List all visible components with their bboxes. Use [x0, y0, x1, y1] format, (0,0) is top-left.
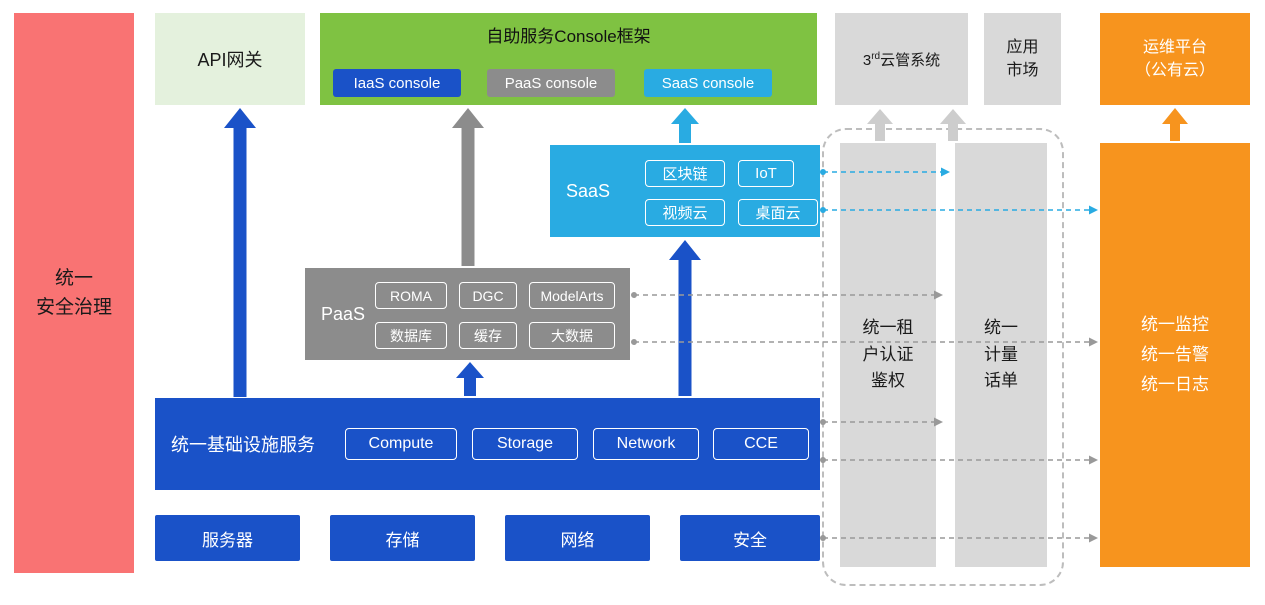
- hardware-storage-box: 存储: [330, 515, 475, 561]
- saas-item-blockchain: 区块链: [645, 160, 725, 187]
- metering-billing-bar: 统一 计量 话单: [955, 143, 1047, 567]
- iaas-console-chip: IaaS console: [333, 69, 461, 97]
- om-platform-box: 运维平台 （公有云）: [1100, 13, 1250, 105]
- infra-item-storage: Storage: [472, 428, 578, 460]
- arrow-iaas-to-paas: [456, 362, 484, 396]
- paas-item-modelarts: ModelArts: [529, 282, 615, 309]
- infra-item-cce: CCE: [713, 428, 809, 460]
- infrastructure-layer-label: 统一基础设施服务: [171, 435, 315, 455]
- arrow-iaas-to-saas: [669, 240, 701, 396]
- third-party-cloud-mgmt-label: 3rd云管系统: [862, 50, 941, 69]
- paas-console-chip: PaaS console: [487, 69, 615, 97]
- hardware-network-box: 网络: [505, 515, 650, 561]
- infrastructure-layer-box: 统一基础设施服务 Compute Storage Network CCE: [155, 398, 820, 490]
- arrow-monitor-to-om-platform: [1162, 108, 1188, 141]
- security-governance-label: 统一 安全治理: [35, 267, 112, 318]
- paas-item-roma: ROMA: [375, 282, 447, 309]
- hardware-security-box: 安全: [680, 515, 820, 561]
- api-gateway-label: API网关: [197, 50, 263, 70]
- security-governance-bar: 统一 安全治理: [14, 13, 134, 573]
- console-framework-box: 自助服务Console框架 IaaS console PaaS console …: [320, 13, 817, 105]
- saas-item-video-cloud: 视频云: [645, 199, 725, 226]
- saas-item-desktop-cloud: 桌面云: [738, 199, 818, 226]
- om-platform-label: 运维平台 （公有云）: [1134, 38, 1215, 79]
- console-framework-title: 自助服务Console框架: [486, 27, 651, 46]
- third-party-cloud-mgmt-box: 3rd云管系统: [835, 13, 968, 105]
- paas-item-cache: 缓存: [459, 322, 517, 349]
- arrow-paas-to-console: [452, 108, 484, 266]
- monitoring-alarm-log-bar: 统一监控 统一告警 统一日志: [1100, 143, 1250, 567]
- paas-item-database: 数据库: [375, 322, 447, 349]
- saas-layer-box: SaaS 区块链 IoT 视频云 桌面云: [550, 145, 820, 237]
- hardware-server-box: 服务器: [155, 515, 300, 561]
- paas-layer-box: PaaS ROMA DGC ModelArts 数据库 缓存 大数据: [305, 268, 630, 360]
- app-market-box: 应用 市场: [984, 13, 1061, 105]
- tenant-auth-bar: 统一租 户认证 鉴权: [840, 143, 936, 567]
- monitoring-alarm-log-label: 统一监控 统一告警 统一日志: [1141, 315, 1209, 394]
- paas-item-bigdata: 大数据: [529, 322, 615, 349]
- infra-item-compute: Compute: [345, 428, 457, 460]
- paas-layer-label: PaaS: [321, 303, 366, 324]
- api-gateway-box: API网关: [155, 13, 305, 105]
- saas-layer-label: SaaS: [566, 180, 611, 201]
- arrow-saas-to-console: [671, 108, 699, 143]
- app-market-label: 应用 市场: [1006, 38, 1039, 79]
- paas-item-dgc: DGC: [459, 282, 517, 309]
- arrow-iaas-to-api-gateway: [224, 108, 256, 397]
- infra-item-network: Network: [593, 428, 699, 460]
- saas-item-iot: IoT: [738, 160, 794, 187]
- saas-console-chip: SaaS console: [644, 69, 772, 97]
- tenant-auth-label: 统一租 户认证 鉴权: [862, 318, 914, 391]
- metering-billing-label: 统一 计量 话单: [984, 318, 1018, 391]
